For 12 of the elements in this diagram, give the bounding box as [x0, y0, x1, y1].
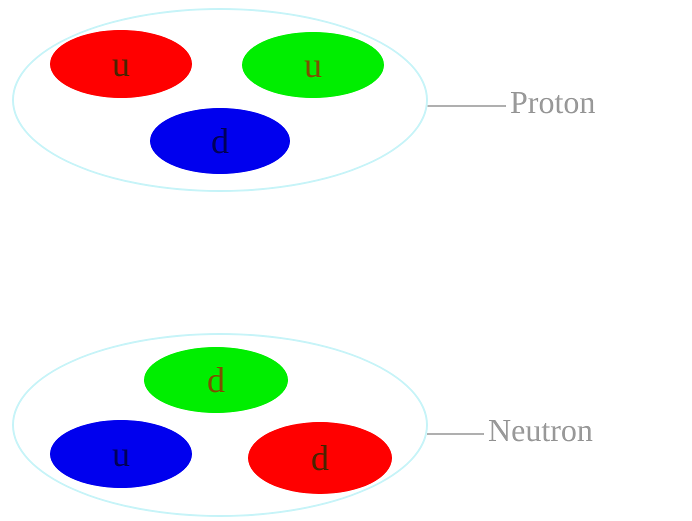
quark-letter: d: [211, 123, 229, 159]
particle-label: Neutron: [488, 414, 593, 446]
leader-line: [427, 433, 484, 435]
quark-letter: d: [207, 362, 225, 398]
particle-label: Proton: [510, 86, 596, 118]
quark-letter: u: [112, 436, 130, 472]
quark-letter: u: [304, 47, 322, 83]
leader-line: [428, 105, 506, 107]
hadron-ellipse: [12, 333, 428, 517]
quark-letter: d: [311, 440, 329, 476]
quark-letter: u: [112, 46, 130, 82]
hadron-ellipse: [12, 8, 428, 192]
